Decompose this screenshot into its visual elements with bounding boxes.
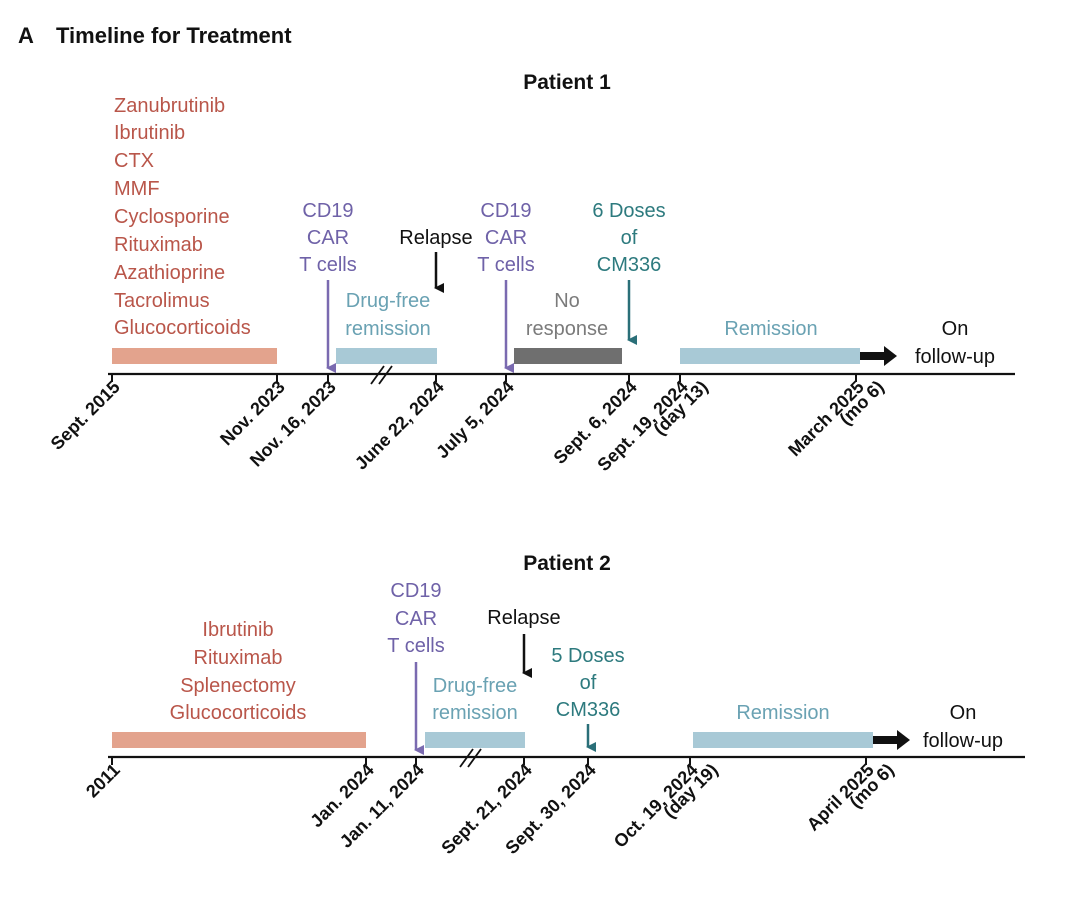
therapy-item: Cyclosporine	[114, 206, 230, 228]
axis-ticks	[111, 757, 867, 765]
no-response-label: No	[554, 290, 580, 312]
follow-up-label: follow-up	[915, 346, 995, 368]
follow-up-arrow	[873, 730, 910, 750]
car-t-label: CAR	[395, 608, 437, 630]
prior-therapy-bar	[112, 732, 366, 748]
remission-bar	[693, 732, 873, 748]
follow-up-label: On	[942, 318, 969, 340]
cm336-label: of	[621, 227, 638, 249]
car-t-label: CD19	[390, 580, 441, 602]
patient-1-title: Patient 1	[523, 71, 611, 94]
follow-up-label: On	[950, 702, 977, 724]
remission-bar	[680, 348, 860, 364]
car-t-label: T cells	[387, 635, 444, 657]
date-label: Sept. 2015	[47, 377, 124, 454]
remission-label: Remission	[724, 318, 817, 340]
patient-1-prior-therapies: Zanubrutinib Ibrutinib CTX MMF Cyclospor…	[114, 95, 251, 339]
car-t-label-2: CD19	[480, 200, 531, 222]
car-t-label-2: CAR	[485, 227, 527, 249]
therapy-item: Tacrolimus	[114, 290, 210, 312]
therapy-item: Rituximab	[194, 647, 283, 669]
prior-therapy-bar	[112, 348, 277, 364]
axis-ticks	[111, 374, 857, 382]
follow-up-label: follow-up	[923, 730, 1003, 752]
therapy-item: MMF	[114, 178, 160, 200]
no-response-bar	[514, 348, 622, 364]
patient-2-prior-therapies: Ibrutinib Rituximab Splenectomy Glucocor…	[170, 619, 307, 724]
therapy-item: Azathioprine	[114, 262, 225, 284]
therapy-item: Glucocorticoids	[114, 317, 251, 339]
panel-label: A	[18, 23, 34, 48]
car-t-label: CD19	[302, 200, 353, 222]
relapse-label: Relapse	[487, 607, 560, 629]
patient-2-timeline: Patient 2 Ibrutinib Rituximab Splenectom…	[82, 552, 1025, 858]
cm336-label: CM336	[597, 254, 661, 276]
remission-label: Remission	[736, 702, 829, 724]
axis-break-marks	[459, 748, 482, 768]
cm336-label: of	[580, 672, 597, 694]
car-t-label-2: T cells	[477, 254, 534, 276]
relapse-label: Relapse	[399, 227, 472, 249]
therapy-item: Zanubrutinib	[114, 95, 225, 117]
drug-free-label: Drug-free	[346, 290, 430, 312]
therapy-item: Ibrutinib	[202, 619, 273, 641]
patient-1-timeline: Patient 1 Zanubrutinib Ibrutinib CTX MMF…	[47, 71, 1015, 475]
no-response-label: response	[526, 318, 608, 340]
follow-up-arrow	[860, 346, 897, 366]
panel-title: Timeline for Treatment	[56, 23, 292, 48]
drug-free-label: remission	[345, 318, 431, 340]
therapy-item: Rituximab	[114, 234, 203, 256]
cm336-label: 6 Doses	[592, 200, 665, 222]
therapy-item: Glucocorticoids	[170, 702, 307, 724]
axis-break-marks	[370, 365, 393, 385]
therapy-item: Splenectomy	[180, 675, 296, 697]
patient-2-title: Patient 2	[523, 552, 611, 575]
cm336-label: 5 Doses	[551, 645, 624, 667]
cm336-label: CM336	[556, 699, 620, 721]
drug-free-label: remission	[432, 702, 518, 724]
car-t-label: CAR	[307, 227, 349, 249]
date-label: Sept. 19, 2024	[593, 377, 691, 475]
date-label: 2011	[82, 760, 124, 802]
drug-free-label: Drug-free	[433, 675, 517, 697]
drug-free-remission-bar	[425, 732, 525, 748]
drug-free-remission-bar	[336, 348, 437, 364]
therapy-item: CTX	[114, 150, 154, 172]
date-label: June 22, 2024	[351, 377, 448, 474]
car-t-label: T cells	[299, 254, 356, 276]
therapy-item: Ibrutinib	[114, 122, 185, 144]
